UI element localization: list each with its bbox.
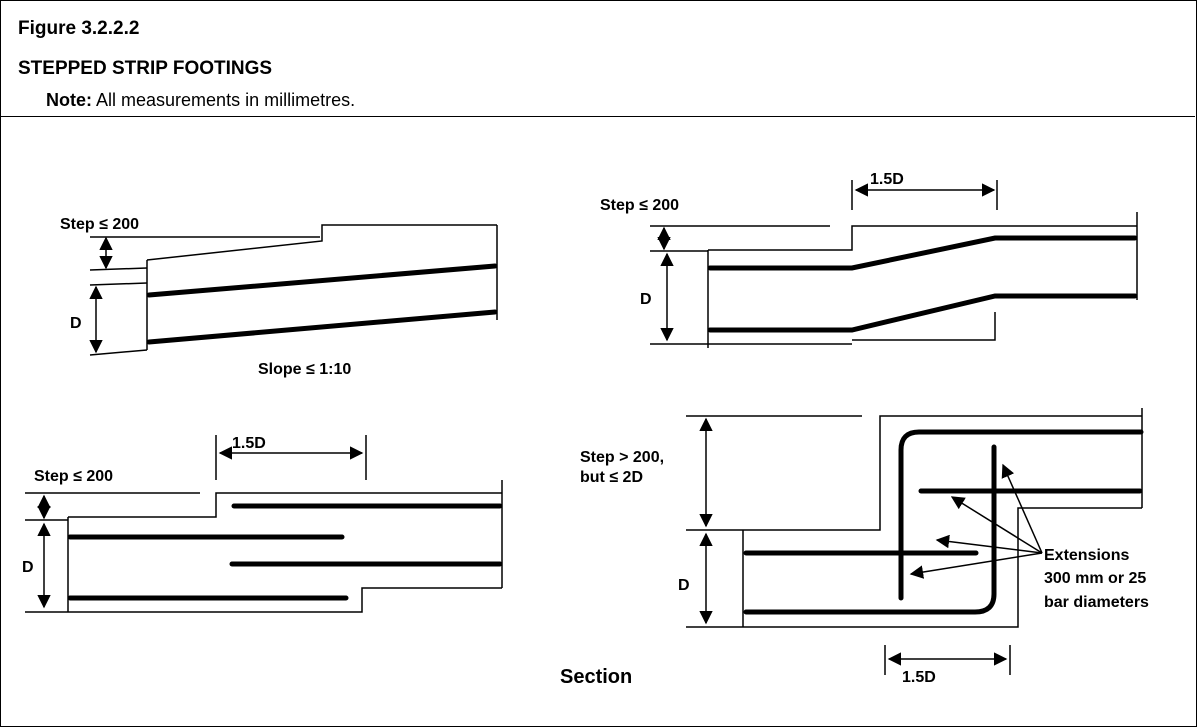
figure-number: Figure 3.2.2.2: [18, 18, 140, 39]
panel-top-left: Step ≤ 200 D Slope ≤ 1:10: [60, 216, 498, 378]
reinforcement-bars: [146, 263, 498, 345]
extension-leaders: [909, 463, 1043, 579]
lap-label: 1.5D: [870, 171, 904, 188]
slope-label: Slope ≤ 1:10: [258, 361, 351, 378]
depth-label: D: [70, 315, 82, 332]
extensions-line3: bar diameters: [1044, 594, 1149, 611]
figure-note: Note: All measurements in millimetres.: [46, 90, 355, 111]
note-label: Note:: [46, 90, 92, 110]
step-label: Step ≤ 200: [600, 197, 679, 214]
step-label: Step ≤ 200: [60, 216, 139, 233]
concrete-outline: [25, 435, 503, 613]
concrete-outline: [89, 224, 498, 356]
reinforcement-bars: [67, 503, 503, 601]
step-label: Step ≤ 200: [34, 468, 113, 485]
step-label-line2: but ≤ 2D: [580, 469, 643, 486]
footing-diagram: Step ≤ 200 D Slope ≤ 1:10: [22, 171, 1149, 688]
section-caption: Section: [560, 666, 632, 688]
extensions-line2: 300 mm or 25: [1044, 570, 1146, 587]
panel-bottom-left: Step ≤ 200 D 1.5D: [22, 435, 503, 613]
depth-label: D: [640, 291, 652, 308]
reinforcement-bars: [707, 235, 1138, 333]
lap-label: 1.5D: [902, 669, 936, 686]
note-text: All measurements in millimetres.: [96, 90, 356, 110]
step-label-line1: Step > 200,: [580, 449, 664, 466]
figure-title: STEPPED STRIP FOOTINGS: [18, 58, 273, 79]
panel-bottom-right: Step > 200, but ≤ 2D D 1.5D Extensions 3…: [580, 408, 1149, 686]
reinforcement-bars: [743, 429, 1144, 615]
depth-label: D: [22, 559, 34, 576]
depth-label: D: [678, 577, 690, 594]
figure-header: Figure 3.2.2.2 STEPPED STRIP FOOTINGS No…: [0, 0, 1195, 117]
extensions-line1: Extensions: [1044, 547, 1129, 564]
concrete-outline: [650, 180, 1138, 348]
concrete-outline: [686, 408, 1143, 675]
lap-label: 1.5D: [232, 435, 266, 452]
panel-top-right: Step ≤ 200 D 1.5D: [600, 171, 1138, 348]
